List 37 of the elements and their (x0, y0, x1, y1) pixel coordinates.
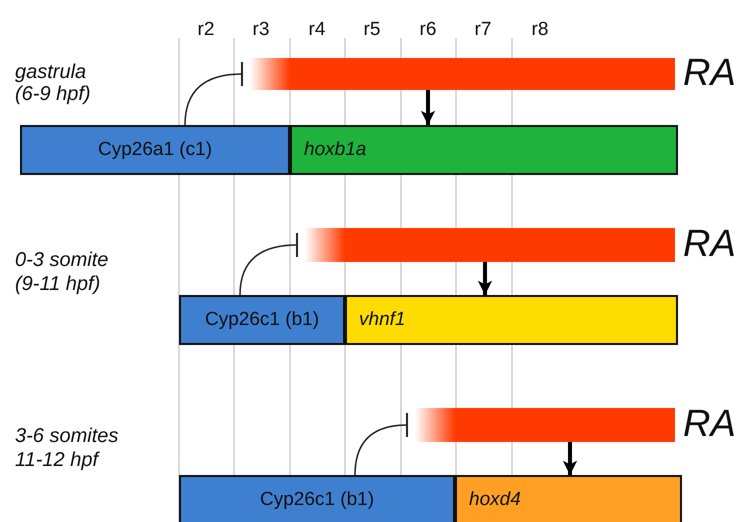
column-label: r3 (252, 20, 270, 39)
stage-label: gastrula (15, 62, 86, 82)
gene-box (20, 125, 290, 175)
arrow (478, 262, 492, 295)
gene-name: vhnf1 (359, 309, 406, 331)
inhibition-arc (239, 232, 298, 296)
enzyme-name: Cyp26c1 (b1) (204, 309, 320, 331)
arrow (562, 442, 578, 475)
stage-label: 3-6 somites (15, 426, 118, 446)
gene-box (290, 125, 678, 175)
gradient-bar (250, 58, 675, 90)
column-label: r2 (198, 20, 214, 39)
signal-label: RA (683, 225, 736, 263)
column-label: r6 (420, 20, 436, 39)
stage-label: 11-12 hpf (15, 450, 98, 470)
signal-label: RA (683, 405, 736, 443)
inhibition-arc (354, 412, 408, 476)
inhibition-arc (184, 61, 244, 126)
column-label: r5 (364, 20, 380, 39)
gradient-bar (415, 408, 675, 442)
gene-name: hoxb1a (304, 139, 366, 161)
gradient-bar (305, 228, 675, 262)
enzyme-name: Cyp26a1 (c1) (98, 139, 212, 161)
signal-label: RA (683, 54, 736, 92)
gene-box (179, 475, 455, 522)
stage-label: (6-9 hpf) (15, 84, 91, 104)
column-label: r7 (474, 20, 492, 39)
stage-label: (9-11 hpf) (15, 274, 100, 294)
gene-box (179, 295, 345, 345)
gene-box (455, 475, 682, 522)
gene-name: hoxd4 (469, 488, 521, 510)
stage-label: 0-3 somite (15, 250, 108, 270)
column-label: r4 (308, 20, 326, 39)
gene-box (345, 295, 678, 345)
column-label: r8 (532, 20, 548, 39)
enzyme-name: Cyp26c1 (b1) (260, 488, 374, 510)
arrow (420, 90, 436, 125)
